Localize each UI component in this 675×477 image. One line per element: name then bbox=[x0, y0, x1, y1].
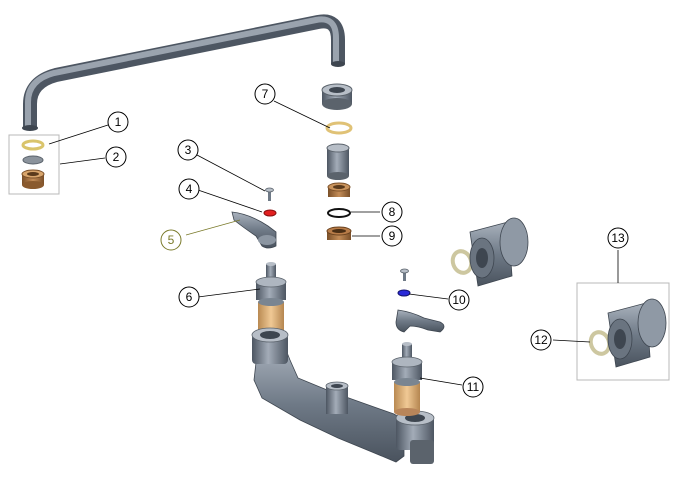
callout-label: 3 bbox=[185, 143, 192, 157]
callout-5: 5 bbox=[160, 229, 182, 251]
callout-12: 12 bbox=[530, 329, 552, 351]
leader-4 bbox=[197, 189, 263, 213]
faucet-body bbox=[251, 327, 435, 464]
aerator-body bbox=[21, 169, 45, 189]
leader-12 bbox=[552, 339, 591, 343]
leader-11 bbox=[419, 377, 463, 386]
aerator-gasket bbox=[21, 139, 45, 151]
callout-1: 1 bbox=[107, 111, 129, 133]
lever-handle-right bbox=[395, 309, 445, 333]
cartridge-left bbox=[255, 262, 287, 336]
callout-10: 10 bbox=[448, 289, 470, 311]
callout-4: 4 bbox=[178, 178, 200, 200]
index-button-red bbox=[263, 209, 277, 217]
eccentric-flange-upper bbox=[450, 217, 529, 287]
leader-2 bbox=[59, 157, 106, 165]
callout-label: 6 bbox=[186, 290, 193, 304]
callout-7: 7 bbox=[254, 83, 276, 105]
callout-label: 2 bbox=[113, 150, 120, 164]
aerator-screen bbox=[22, 155, 44, 165]
leader-1 bbox=[48, 124, 109, 145]
leader-6 bbox=[197, 288, 261, 298]
callout-label: 7 bbox=[262, 87, 269, 101]
o-ring bbox=[327, 208, 351, 218]
callout-label: 10 bbox=[452, 293, 466, 307]
callout-label: 4 bbox=[186, 182, 193, 196]
callout-label: 13 bbox=[611, 231, 625, 245]
callout-11: 11 bbox=[462, 376, 484, 398]
lever-handle-left bbox=[231, 211, 277, 249]
callout-8: 8 bbox=[381, 201, 403, 223]
callout-label: 1 bbox=[115, 115, 122, 129]
spout-stem bbox=[326, 143, 350, 180]
leader-7 bbox=[273, 100, 331, 129]
leader-10 bbox=[408, 293, 449, 300]
cartridge-right bbox=[391, 342, 423, 416]
callout-9: 9 bbox=[381, 225, 403, 247]
handle-screw-right bbox=[400, 268, 409, 281]
leader-3 bbox=[196, 154, 266, 192]
callout-6: 6 bbox=[178, 286, 200, 308]
callout-label: 5 bbox=[168, 233, 175, 247]
callout-label: 8 bbox=[389, 205, 396, 219]
spout-washer bbox=[326, 226, 352, 240]
eccentric-flange bbox=[607, 298, 667, 368]
callout-label: 9 bbox=[389, 229, 396, 243]
spout-gasket bbox=[325, 121, 353, 135]
callout-2: 2 bbox=[105, 146, 127, 168]
spout-nut bbox=[321, 83, 353, 110]
handle-screw-left bbox=[265, 187, 274, 201]
spout bbox=[22, 14, 345, 131]
index-button-blue bbox=[397, 289, 411, 297]
spout-bushing bbox=[327, 182, 351, 197]
callout-3: 3 bbox=[177, 139, 199, 161]
eccentric-group-box bbox=[576, 282, 670, 381]
leader-5 bbox=[185, 219, 241, 236]
callout-label: 11 bbox=[467, 380, 480, 394]
leader-lines bbox=[48, 100, 619, 386]
callout-13: 13 bbox=[607, 227, 629, 249]
aerator-group-box bbox=[8, 134, 60, 195]
callout-label: 12 bbox=[534, 333, 548, 347]
